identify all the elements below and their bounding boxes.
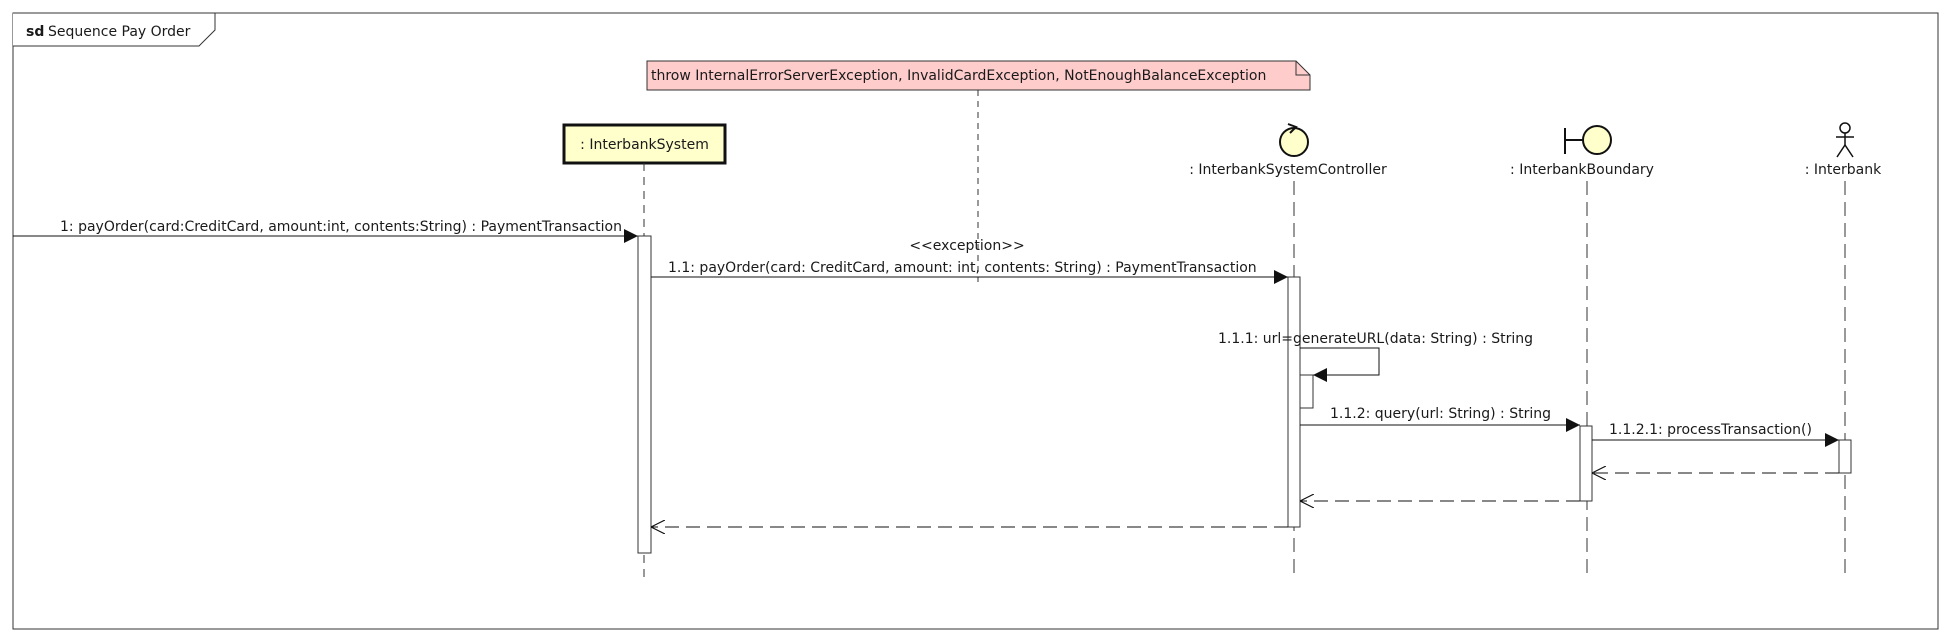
control-icon <box>1279 127 1309 157</box>
lifeline-interbank: : Interbank <box>1805 122 1882 580</box>
interbank-system-controller-label: : InterbankSystemController <box>1189 162 1387 178</box>
lifeline-interbank-boundary: : InterbankBoundary <box>1510 125 1654 580</box>
message-1-1-label: 1.1: payOrder(card: CreditCard, amount: … <box>668 260 1257 276</box>
interbank-system-box <box>562 123 727 165</box>
frame-border <box>12 12 1939 630</box>
control-arrow <box>1287 123 1298 134</box>
frame-title-tab <box>13 12 216 47</box>
note-fold <box>1295 61 1310 76</box>
actor-legs <box>1836 143 1854 158</box>
exception-note: throw InternalErrorServerException, Inva… <box>646 60 1311 91</box>
frame: sd Sequence Pay Order <box>12 12 1939 630</box>
activation-controller <box>1287 276 1301 528</box>
message-1-1-2-1-label: 1.1.2.1: processTransaction() <box>1609 422 1812 438</box>
message-1-1-2-label: 1.1.2: query(url: String) : String <box>1330 406 1551 422</box>
interbank-boundary-label: : InterbankBoundary <box>1510 162 1654 178</box>
boundary-icon <box>1582 125 1612 155</box>
interbank-system-label: : InterbankSystem <box>580 137 709 153</box>
frame-keyword: sd <box>26 24 44 40</box>
note-text: throw InternalErrorServerException, Inva… <box>651 68 1266 84</box>
note-body <box>646 60 1311 91</box>
message-1-1-1-label: 1.1.1: url=generateURL(data: String) : S… <box>1218 331 1533 347</box>
interbank-label: : Interbank <box>1805 162 1882 178</box>
exception-stereotype: <<exception>> <box>909 238 1024 254</box>
activation-controller-self <box>1299 374 1314 409</box>
activation-interbank <box>1838 439 1852 474</box>
message-1-1-1-arrow <box>1300 347 1380 382</box>
activation-boundary <box>1579 425 1593 502</box>
frame-title: Sequence Pay Order <box>48 24 191 40</box>
message-1-label: 1: payOrder(card:CreditCard, amount:int,… <box>60 219 622 235</box>
actor-icon <box>1839 122 1851 134</box>
activation-interbank-system <box>637 235 652 554</box>
lifeline-interbank-system: : InterbankSystem <box>562 123 727 577</box>
